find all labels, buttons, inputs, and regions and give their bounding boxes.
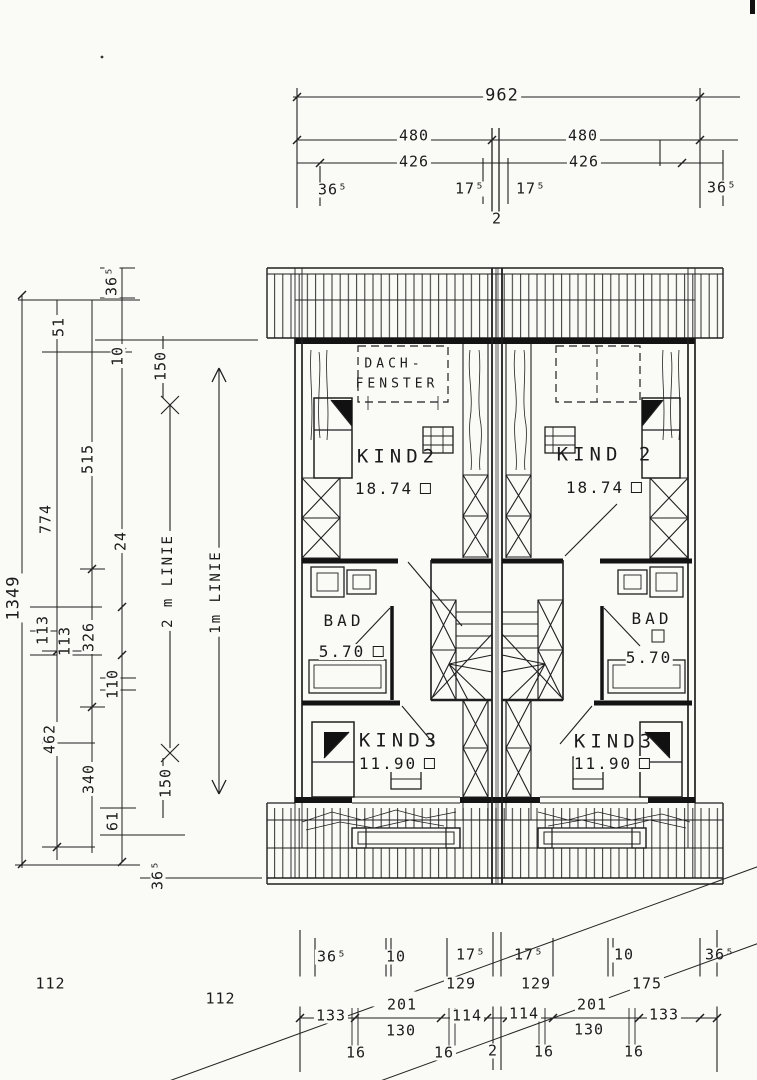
dim-bottom-16-d: 16 <box>621 1042 647 1061</box>
x-braced-boxes <box>301 474 689 798</box>
dim-left-51: 51 <box>49 314 68 340</box>
area-bad-left: 5.70 <box>318 642 384 661</box>
dim-bottom-175-right: 175 <box>629 974 665 993</box>
dim-bottom-16-a: 16 <box>343 1043 369 1062</box>
dim-bottom-114-right: 114 <box>506 1004 542 1023</box>
x-survey-marker-bottom <box>160 743 180 763</box>
dim-left-10: 10 <box>108 343 127 369</box>
label-kind2-left: KIND2 <box>356 445 440 468</box>
stair-right <box>501 599 564 702</box>
page-corner-marks <box>100 0 755 59</box>
area-kind3-right: 11.90 <box>573 754 651 773</box>
square-meter-symbol <box>372 646 384 657</box>
dim-bottom-114-left: 114 <box>449 1006 485 1025</box>
room-area-value: 11.90 <box>573 754 633 773</box>
interior-walls <box>302 558 692 706</box>
dim-top-36-5-left: 36⁵ <box>315 180 351 199</box>
dim-bottom-201-left: 201 <box>384 995 420 1014</box>
square-meter-symbol <box>420 483 432 494</box>
dim-left-24: 24 <box>111 528 130 554</box>
stair-left <box>430 599 493 702</box>
dim-left-113-b: 113 <box>55 623 74 659</box>
ref-line-1m-label: 1m LINIE <box>208 547 224 637</box>
dim-left-150-top: 150 <box>151 348 170 384</box>
ref-line-2m-label: 2 m LINIE <box>160 531 176 631</box>
arrowheads-1m-line <box>211 367 227 795</box>
dim-bottom-2: 2 <box>485 1041 501 1060</box>
dim-top-gap-2: 2 <box>489 209 505 228</box>
dim-top-426-left: 426 <box>396 152 432 171</box>
square-meter-symbol <box>639 758 651 769</box>
room-area-value: 18.74 <box>565 478 625 497</box>
dim-bottom-129-right: 129 <box>518 974 554 993</box>
x-survey-marker-top <box>160 395 180 415</box>
exterior-walls <box>294 338 696 804</box>
label-bad-right: BAD <box>631 609 673 628</box>
dim-bottom-129-left: 129 <box>443 974 479 993</box>
dim-bottom-201-right: 201 <box>574 995 610 1014</box>
room-area-value: 18.74 <box>354 479 414 498</box>
dim-bottom-36-5-left: 36⁵ <box>314 947 350 966</box>
dim-left-515: 515 <box>78 441 97 477</box>
room-area-value: 5.70 <box>318 642 366 661</box>
area-kind2-left: 18.74 <box>354 479 432 498</box>
dimension-web-top <box>292 88 740 216</box>
shaft-strips <box>310 344 681 797</box>
door-swings <box>353 503 641 745</box>
dim-bottom-16-b: 16 <box>431 1043 457 1062</box>
dim-top-480-right: 480 <box>565 126 601 145</box>
label-dachfenster-line2: FENSTER <box>355 376 439 392</box>
square-meter-symbol <box>424 758 436 769</box>
dim-bottom-133-left: 133 <box>313 1006 349 1025</box>
dim-top-426-right: 426 <box>566 152 602 171</box>
dim-bottom-112-right-struck: 112 <box>203 991 757 1007</box>
label-bad-left: BAD <box>323 611 365 630</box>
dim-top-17-5-left: 17⁵ <box>452 179 488 198</box>
dim-left-61: 61 <box>103 808 122 834</box>
square-meter-symbol <box>651 629 665 643</box>
dim-bottom-10-left: 10 <box>383 947 409 966</box>
dim-top-total: 962 <box>483 85 521 106</box>
label-kind2-right: KIND 2 <box>556 443 656 466</box>
dim-left-36-5-bottom: 36⁵ <box>148 857 167 893</box>
dim-bottom-130-left: 130 <box>383 1021 419 1040</box>
area-kind2-right: 18.74 <box>565 478 643 497</box>
dim-top-17-5-right: 17⁵ <box>513 179 549 198</box>
dim-left-total-1349: 1349 <box>3 573 24 623</box>
dim-left-110: 110 <box>103 666 122 702</box>
dim-left-462: 462 <box>40 721 59 757</box>
label-kind3-right: KIND3 <box>573 730 657 753</box>
dim-bottom-130-right: 130 <box>571 1020 607 1039</box>
dim-bottom-10-right: 10 <box>611 945 637 964</box>
dim-bottom-16-c: 16 <box>531 1042 557 1061</box>
dim-bottom-133-right: 133 <box>646 1005 682 1024</box>
dim-left-774: 774 <box>36 501 55 537</box>
dim-left-150-bottom: 150 <box>156 765 175 801</box>
party-wall <box>491 268 503 884</box>
dim-left-113-a: 113 <box>33 612 52 648</box>
roof-band-bottom <box>266 802 724 885</box>
dim-top-480-left: 480 <box>396 126 432 145</box>
dim-left-36-5-top: 36⁵ <box>102 263 121 299</box>
dim-bottom-17-5-left: 17⁵ <box>453 945 489 964</box>
square-meter-symbol <box>631 482 643 493</box>
dim-left-340: 340 <box>79 761 98 797</box>
furniture-fixtures <box>308 345 686 798</box>
label-dachfenster-line1: DACH- <box>364 356 424 372</box>
room-area-value: 11.90 <box>358 754 418 773</box>
area-kind3-left: 11.90 <box>358 754 436 773</box>
dim-bottom-112-left-struck: 112 <box>33 976 757 992</box>
roof-band-top <box>266 267 724 339</box>
dim-left-326: 326 <box>79 619 98 655</box>
area-bad-right: 5.70 <box>625 648 673 667</box>
label-kind3-left: KIND3 <box>358 729 442 752</box>
dim-top-36-5-right: 36⁵ <box>704 178 740 197</box>
